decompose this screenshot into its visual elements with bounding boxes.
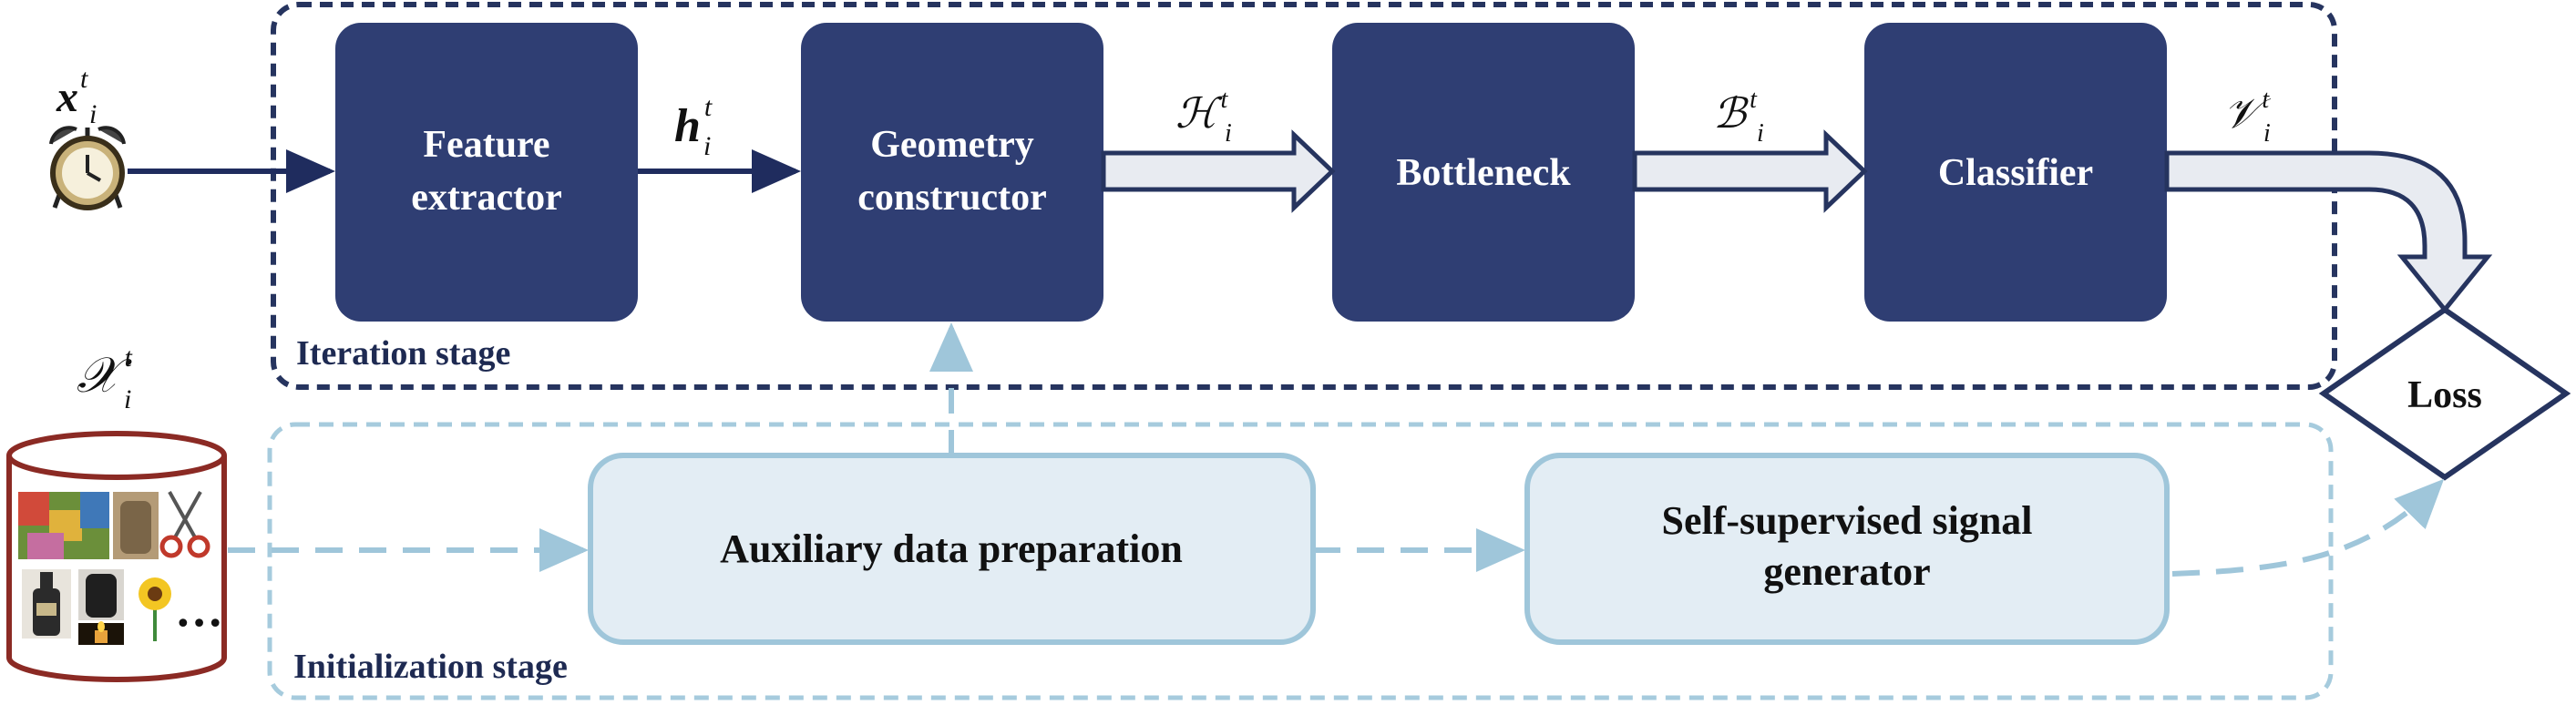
ssl-generator-label-1: Self-supervised signal — [1661, 498, 2032, 543]
thumb-bottle — [22, 569, 71, 639]
classifier-label: Classifier — [1938, 152, 2093, 194]
V-sub: i — [2263, 119, 2271, 148]
loss-diamond — [2318, 306, 2571, 481]
initialization-stage-label: Initialization stage — [293, 648, 568, 686]
svg-text:ℋt: ℋt — [1175, 86, 1228, 137]
bottleneck-label: Bottleneck — [1396, 152, 1571, 194]
feature-extractor-block — [335, 23, 638, 322]
iteration-stage-frame — [271, 2, 2337, 390]
thumb-backpack-black — [78, 569, 124, 620]
X-sub: i — [124, 384, 131, 414]
H-sub: i — [1225, 119, 1232, 148]
feature-extractor-label-2: extractor — [411, 177, 562, 219]
svg-text:ht: ht — [674, 92, 713, 152]
database-cylinder-icon: ••• — [6, 431, 227, 682]
fat-arrow-bottleneck-to-classifier — [1632, 129, 1868, 213]
x-sup: t — [80, 64, 88, 94]
B-symbol: ℬ — [1713, 90, 1749, 137]
fat-arrow-geometry-to-bottleneck — [1101, 129, 1336, 213]
h-symbol: h — [674, 100, 701, 152]
feature-extractor-label-1: Feature — [423, 124, 549, 166]
ssl-generator-block — [1524, 453, 2170, 645]
aux-data-prep-label: Auxiliary data preparation — [720, 526, 1183, 571]
h-sub: i — [703, 131, 711, 161]
svg-text:xt: xt — [56, 64, 88, 121]
loss-label: Loss — [2407, 374, 2482, 416]
fat-arrow-classifier-to-loss — [2164, 150, 2493, 313]
X-sup: t — [124, 342, 132, 373]
thumb-sunflower — [139, 577, 171, 641]
V-sup: t — [2262, 86, 2270, 114]
ssl-generator-label-2: generator — [1763, 549, 1930, 594]
B-sub: i — [1757, 119, 1764, 148]
alarm-clock-icon — [49, 126, 126, 210]
geometry-constructor-label-2: constructor — [857, 177, 1047, 219]
more-items-ellipsis: ••• — [175, 608, 223, 640]
bottleneck-block — [1332, 23, 1635, 322]
h-sup: t — [704, 92, 713, 122]
classifier-block — [1864, 23, 2167, 322]
geometry-constructor-block — [801, 23, 1103, 322]
geometry-constructor-label-1: Geometry — [870, 124, 1034, 166]
B-sup: t — [1750, 86, 1758, 114]
svg-text:ℬt: ℬt — [1713, 86, 1758, 137]
arrow-ssl-to-loss — [2171, 478, 2445, 577]
H-symbol: ℋ — [1175, 90, 1223, 137]
initialization-stage-frame — [267, 422, 2334, 700]
x-sub: i — [89, 99, 97, 129]
iteration-stage-label: Iteration stage — [296, 334, 510, 373]
thumb-candle — [78, 621, 124, 645]
H-sup: t — [1220, 86, 1228, 114]
x-symbol: x — [56, 73, 78, 121]
thumb-scissors — [159, 491, 210, 558]
